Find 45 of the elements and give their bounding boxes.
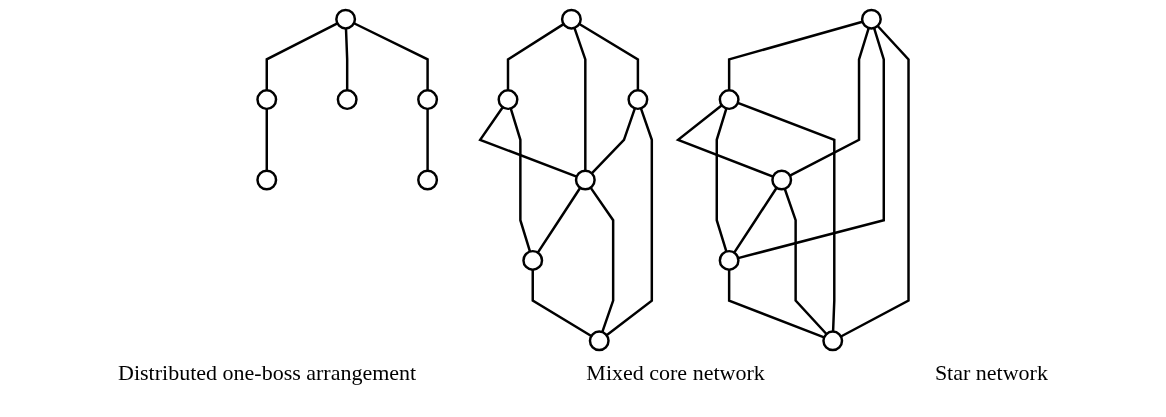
connector <box>509 108 532 252</box>
connector <box>783 188 828 335</box>
caption-text: Mixed core network <box>586 360 765 386</box>
connector <box>589 186 615 333</box>
node-circle <box>417 169 439 191</box>
node-circle <box>718 89 740 111</box>
connector <box>265 108 268 171</box>
connector <box>344 28 349 91</box>
node-circle <box>497 89 519 111</box>
node-circle <box>417 89 439 111</box>
caption-text: Distributed one-boss arrangement <box>118 360 417 386</box>
connector <box>737 27 885 260</box>
connector <box>531 269 592 338</box>
connector <box>789 27 870 177</box>
connector <box>506 23 565 91</box>
connector <box>605 107 654 337</box>
connector <box>727 269 825 339</box>
connector <box>536 187 582 254</box>
connector <box>727 20 863 91</box>
connector <box>265 22 338 91</box>
connector <box>353 22 429 91</box>
node-circle <box>336 89 358 111</box>
node-circle <box>588 330 610 352</box>
connector <box>715 108 728 252</box>
connector <box>675 104 774 178</box>
node-circle <box>335 8 357 30</box>
connector <box>590 107 637 175</box>
node-circle <box>256 89 278 111</box>
node-circle <box>560 8 582 30</box>
node-circle <box>256 169 278 191</box>
node-circle <box>574 169 596 191</box>
connector <box>573 27 587 171</box>
connector <box>733 187 778 254</box>
node-circle <box>822 330 844 352</box>
connector <box>840 25 910 338</box>
node-circle <box>860 8 882 30</box>
connector <box>426 108 429 171</box>
node-circle <box>522 249 544 271</box>
caption-text: Star network <box>934 360 1048 386</box>
connector <box>737 101 836 332</box>
node-circle <box>771 169 793 191</box>
connector <box>478 106 578 178</box>
connector <box>578 22 640 91</box>
node-circle <box>627 89 649 111</box>
node-circle <box>718 249 740 271</box>
